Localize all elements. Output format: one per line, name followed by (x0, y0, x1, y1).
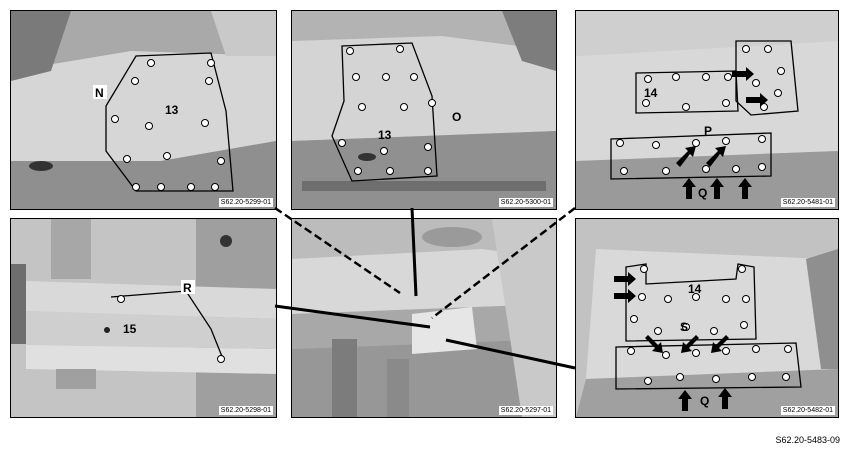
panel-caption: S62.20-5300-01 (498, 198, 553, 207)
panel-top-center: 13 O S62.20-5300-01 (291, 10, 557, 210)
figure-code: S62.20-5483-09 (775, 435, 840, 445)
point-label-q: Q (698, 186, 707, 200)
panel-top-left-illustration: N 13 (11, 11, 276, 209)
panel-top-right-illustration: 14 P Q (576, 11, 838, 209)
point-label-r: R (183, 281, 192, 295)
point-label-s: S (680, 320, 688, 334)
panel-caption: S62.20-5297-01 (498, 406, 553, 415)
panel-caption: S62.20-5299-01 (218, 198, 273, 207)
part-label-13: 13 (378, 128, 392, 142)
panel-bottom-right: 14 S Q S62.20-5482-01 (575, 218, 839, 418)
point-label-q: Q (700, 394, 709, 408)
panel-top-right: 14 P Q S62.20-5481-01 (575, 10, 839, 210)
panel-bottom-right-illustration: 14 S Q (576, 219, 838, 417)
panel-top-center-illustration: 13 O (292, 11, 556, 209)
part-label-13: 13 (165, 103, 179, 117)
panel-bottom-center-illustration (292, 219, 556, 417)
point-label-o: O (452, 110, 461, 124)
part-label-14: 14 (688, 282, 702, 296)
panel-caption: S62.20-5482-01 (780, 406, 835, 415)
point-label-n: N (95, 86, 104, 100)
panel-caption: S62.20-5298-01 (218, 406, 273, 415)
point-label-p: P (704, 124, 712, 138)
part-label-14: 14 (644, 86, 658, 100)
panel-caption: S62.20-5481-01 (780, 198, 835, 207)
part-label-15: 15 (123, 322, 137, 336)
panel-bottom-left-illustration: R 15 (11, 219, 276, 417)
panel-bottom-center: S62.20-5297-01 (291, 218, 557, 418)
panel-top-left: N 13 S62.20-5299-01 (10, 10, 277, 210)
panel-bottom-left: R 15 S62.20-5298-01 (10, 218, 277, 418)
